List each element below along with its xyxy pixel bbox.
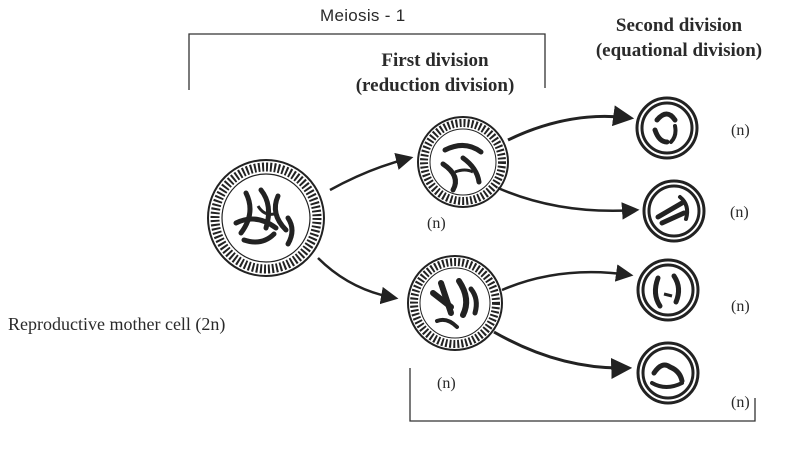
first-division-subtitle: (reduction division) — [355, 75, 515, 96]
arrow-top-to-cell-2 — [497, 186, 640, 220]
second-division-subtitle: (equational division) — [595, 40, 763, 61]
first-division-title: First division — [381, 50, 489, 71]
meiosis-1-bracket — [188, 33, 546, 90]
second-division-cell-4 — [636, 341, 700, 405]
ploidy-label-cell-3: (n) — [731, 298, 750, 315]
arrow-mother-to-top — [329, 152, 414, 192]
ploidy-label-first-top: (n) — [427, 215, 446, 232]
arrow-bottom-to-cell-4 — [493, 330, 633, 379]
meiosis-2-bracket — [409, 368, 756, 422]
mother-cell-label: Reproductive mother cell (2n) — [8, 314, 226, 334]
meiosis-1-label: Meiosis - 1 — [320, 6, 406, 25]
second-division-title: Second division — [615, 15, 743, 36]
ploidy-label-cell-4: (n) — [731, 394, 750, 411]
arrow-bottom-to-cell-3 — [501, 264, 634, 292]
arrow-mother-to-bottom — [317, 257, 399, 305]
mother-cell — [207, 159, 325, 277]
second-division-cell-3 — [636, 258, 700, 322]
first-division-cell-top — [417, 116, 509, 208]
first-division-heading: First division (reduction division) — [340, 48, 530, 98]
second-division-cell-2 — [642, 179, 706, 243]
ploidy-label-first-bottom: (n) — [437, 375, 456, 392]
second-division-heading: Second division (equational division) — [574, 13, 784, 63]
first-division-cell-bottom — [407, 255, 503, 351]
ploidy-label-cell-1: (n) — [731, 122, 750, 139]
arrow-top-to-cell-1 — [507, 105, 635, 142]
second-division-cell-1 — [635, 96, 699, 160]
ploidy-label-cell-2: (n) — [730, 204, 749, 221]
